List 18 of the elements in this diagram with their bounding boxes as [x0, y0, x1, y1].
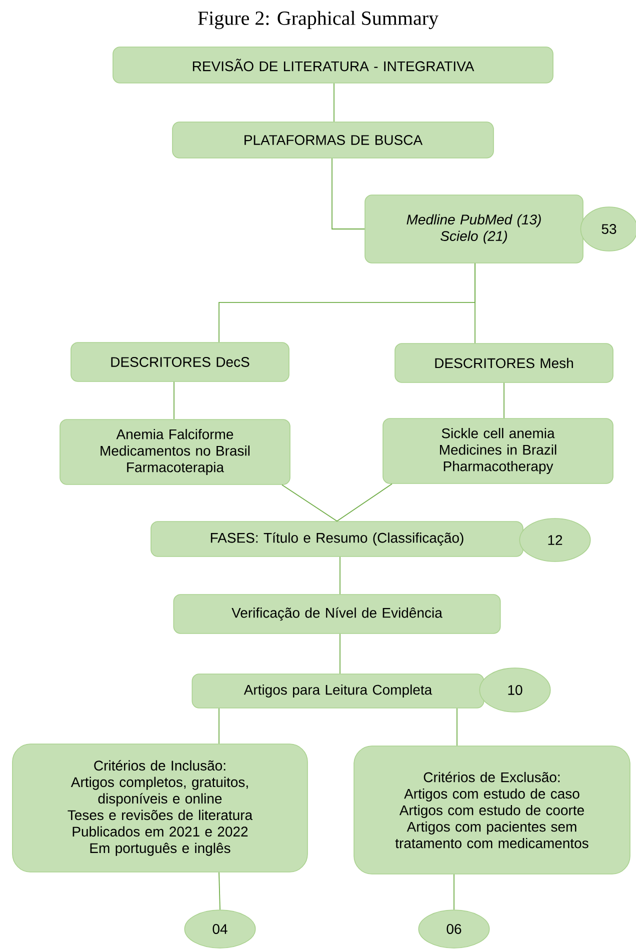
node-label: 53: [602, 224, 616, 234]
criteria-box: Critérios de Inclusão: Artigos completos, gratuitos, disponíveis e online Teses e revisões de literatura Publicados em 2021 e 2022 Em português e inglês: [12, 744, 308, 872]
process-box: DESCRITORES DecS: [70, 342, 290, 382]
connector-line: [456, 708, 458, 746]
process-box: PLATAFORMAS DE BUSCA: [172, 122, 494, 158]
connector-line: [218, 872, 220, 910]
figure-title: Figure 2: Graphical Summary: [198, 10, 438, 30]
connector-line: [332, 158, 366, 230]
criteria-box: Critérios de Exclusão: Artigos com estudo de caso Artigos com estudo de coorte Artigos com pacientes sem tratamento com medicamentos: [354, 746, 630, 874]
keyword-box: Anemia Falciforme Medicamentos no Brasil Farmacoterapia: [60, 419, 290, 485]
process-box: Verificação de Nível de Evidência: [173, 594, 501, 634]
connector-line: [474, 262, 476, 344]
process-box: REVISÃO DE LITERATURA - INTEGRATIVA: [112, 46, 554, 84]
connector-line: [282, 484, 338, 522]
keyword-box: Sickle cell anemia Medicines in Brazil Pharmacotherapy: [382, 418, 614, 484]
process-box: DESCRITORES Mesh: [394, 343, 614, 383]
connector-line: [218, 708, 220, 744]
connector-line: [336, 483, 392, 522]
